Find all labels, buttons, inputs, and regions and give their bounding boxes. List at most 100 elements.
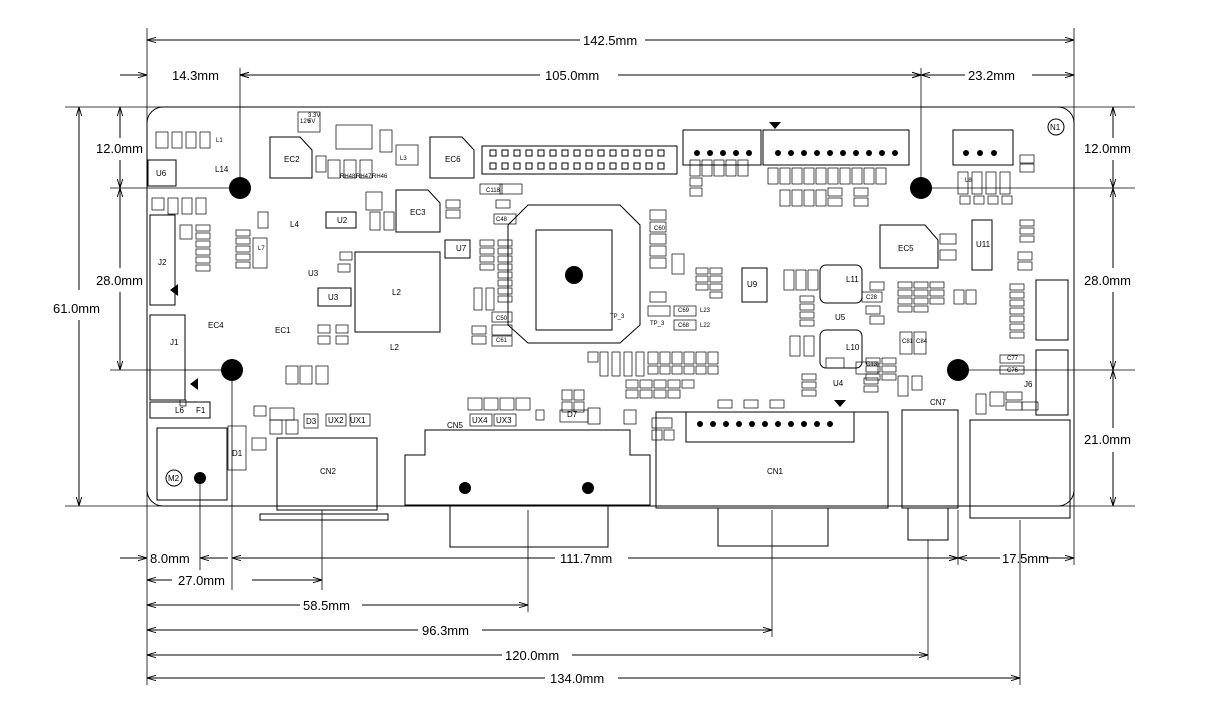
label-u3: U3 [328, 293, 339, 302]
dim-21: 21.0mm [1084, 432, 1131, 447]
label-u7: U7 [456, 244, 467, 253]
label-m2: M2 [168, 474, 180, 483]
connector-dvi-cn5 [404, 429, 651, 506]
label-c69: C69 [678, 308, 690, 314]
label-d1: D1 [232, 449, 243, 458]
vga-pins [697, 421, 833, 427]
label-tp2: TP_3 [650, 321, 665, 327]
label-c28: C28 [866, 295, 878, 301]
dim-12-right: 12.0mm [1084, 141, 1131, 156]
label-j2: J2 [158, 258, 167, 267]
label-c81: C81 [902, 339, 914, 345]
label-c68: C68 [678, 323, 690, 329]
label-ux3: UX3 [496, 416, 512, 425]
inductor-l11 [819, 264, 863, 304]
chip-u9 [741, 267, 768, 303]
label-ec1: EC1 [275, 326, 291, 335]
dim-61: 61.0mm [53, 301, 100, 316]
label-ux4: UX4 [472, 416, 488, 425]
connector-top-2 [762, 129, 910, 166]
label-u9: U9 [747, 280, 758, 289]
label-l14: L14 [215, 165, 229, 174]
label-l23: L23 [700, 308, 711, 314]
mounting-hole-top-left [229, 177, 251, 199]
connector-power-jack [156, 427, 228, 501]
connector-hdmi-cn2 [276, 437, 378, 511]
mounting-hole-bottom-right [947, 359, 969, 381]
dim-58-5: 58.5mm [303, 598, 350, 613]
connector-top-3 [952, 129, 1014, 166]
label-l8: L8 [965, 178, 972, 184]
label-ec4: EC4 [208, 321, 224, 330]
label-l22: L22 [700, 323, 711, 329]
n1-marker [1047, 118, 1065, 136]
connector-top-pins [694, 122, 997, 156]
smd-components [151, 111, 1039, 471]
connector-j6 [1035, 349, 1069, 416]
label-3v3: 3.3V [308, 113, 320, 119]
label-l10: L10 [846, 343, 860, 352]
pcb-board-outline [146, 106, 1075, 507]
label-u4: U4 [833, 379, 844, 388]
label-ec2: EC2 [284, 155, 300, 164]
chip-u6 [147, 159, 177, 187]
connector-j1 [149, 314, 186, 401]
label-l2: L2 [392, 288, 401, 297]
dimension-lines [79, 40, 1113, 678]
label-cn2: CN2 [320, 467, 337, 476]
mounting-hole-center [565, 266, 583, 284]
label-d3: D3 [306, 417, 317, 426]
label-c118: C118 [486, 188, 501, 194]
component-labels: N1 M2 EC2 EC6 EC3 EC5 EC4 EC1 L14 L4 L2 … [156, 113, 1061, 483]
label-rh46: RH46 [372, 174, 388, 180]
connector-top-1 [682, 129, 762, 166]
chip-u3 [317, 287, 352, 307]
label-rh47: RH47 [356, 174, 372, 180]
label-tp: TP_3 [610, 314, 625, 320]
dim-28-right: 28.0mm [1084, 273, 1131, 288]
label-l7: L7 [258, 246, 265, 252]
label-j1: J1 [170, 338, 179, 347]
label-c61: C61 [496, 338, 508, 344]
dimension-labels: 142.5mm 14.3mm 105.0mm 23.2mm 12.0mm 28.… [53, 33, 1131, 686]
electrolytic-capacitors [269, 136, 939, 269]
label-u6: U6 [156, 169, 167, 178]
label-c76: C76 [1007, 368, 1019, 374]
label-c50: C50 [496, 316, 508, 322]
mounting-holes [165, 118, 1065, 487]
label-5v: 5V [308, 119, 315, 125]
label-rh48: RH48 [340, 174, 356, 180]
inductor-l2 [354, 251, 441, 333]
label-c60: C60 [654, 226, 666, 232]
label-u5: U5 [835, 313, 846, 322]
dim-27: 27.0mm [178, 573, 225, 588]
label-12v: 12V [300, 119, 311, 125]
dim-134: 134.0mm [550, 671, 604, 686]
label-u2: U2 [337, 216, 348, 225]
dim-111-7: 111.7mm [560, 551, 612, 566]
chip-u2 [325, 211, 357, 229]
label-ec5: EC5 [898, 244, 914, 253]
label-ec3: EC3 [410, 208, 426, 217]
label-l1: L1 [216, 138, 223, 144]
dim-14-3: 14.3mm [172, 68, 219, 83]
connector-j2 [149, 214, 176, 306]
label-u11: U11 [976, 240, 991, 249]
label-f1: F1 [196, 406, 206, 415]
label-c13: C13 [866, 362, 878, 368]
label-l6: L6 [175, 406, 184, 415]
label-u3b: U3 [308, 269, 319, 278]
label-c84: C84 [916, 339, 928, 345]
dim-120: 120.0mm [505, 648, 559, 663]
label-ec6: EC6 [445, 155, 461, 164]
label-c48: C48 [496, 217, 508, 223]
connector-vga-cn1 [655, 411, 889, 509]
label-cn5: CN5 [447, 421, 464, 430]
header-40pin [481, 145, 678, 175]
dim-12-left: 12.0mm [96, 141, 143, 156]
dim-28-left: 28.0mm [96, 273, 143, 288]
label-cn7: CN7 [930, 398, 947, 407]
dim-105: 105.0mm [545, 68, 599, 83]
label-c77: C77 [1007, 356, 1019, 362]
